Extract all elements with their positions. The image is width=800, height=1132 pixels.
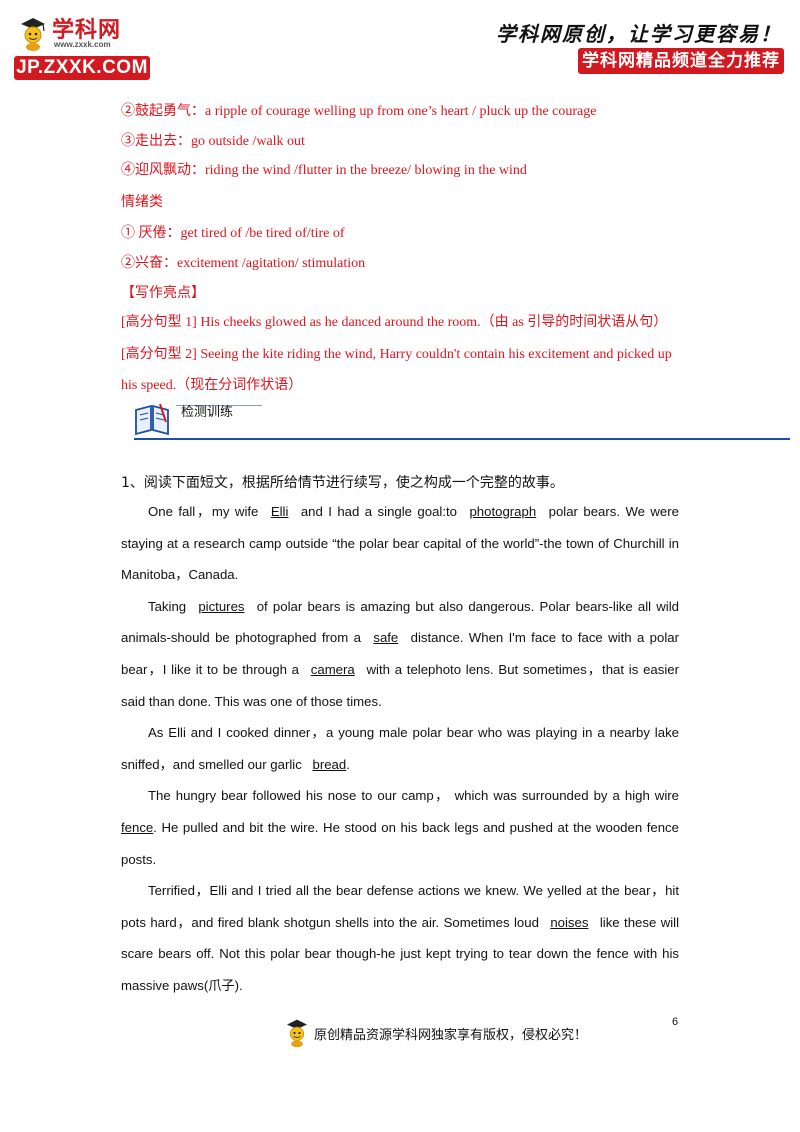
note-line: ③走出去：go outside /walk out — [121, 134, 305, 149]
logo-url: www.zxxk.com — [54, 40, 111, 49]
underlined-word: bread — [312, 756, 347, 772]
note-line: ②兴奋：excitement /agitation/ stimulation — [121, 256, 366, 271]
note-line: his speed.（现在分词作状语） — [121, 378, 303, 393]
underlined-word: pictures — [198, 598, 245, 614]
note-heading: 【写作亮点】 — [121, 286, 205, 301]
paragraph: The hungry bear followed his nose to our… — [121, 788, 679, 867]
paragraph: Terrified，Elli and I tried all the bear … — [121, 883, 680, 993]
logo-top: 学科网 www.zxxk.com — [14, 10, 152, 56]
paragraph: One fall，my wife Elli and I had a single… — [121, 504, 679, 583]
note-line: [高分句型 1] His cheeks glowed as he danced … — [121, 315, 668, 330]
passage: One fall，my wife Elli and I had a single… — [121, 496, 679, 1002]
mascot-icon — [287, 1019, 307, 1048]
slogan: 学科网原创，让学习更容易！ — [496, 22, 782, 46]
paragraph: Taking pictures of polar bears is amazin… — [121, 598, 679, 709]
paragraph: As Elli and I cooked dinner，a young male… — [121, 725, 679, 772]
underlined-word: Elli — [270, 504, 289, 519]
site-logo[interactable]: 学科网 www.zxxk.com JP.ZXXK.COM — [14, 10, 152, 80]
note-line: [高分句型 2] Seeing the kite riding the wind… — [121, 347, 672, 362]
task-instruction: 1、阅读下面短文，根据所给情节进行续写，使之构成一个完整的故事。 — [121, 475, 564, 491]
note-line: ④迎风飘动：riding the wind /flutter in the br… — [121, 163, 527, 178]
page-number: 6 — [672, 1016, 679, 1028]
note-line: 情绪类 — [121, 195, 163, 210]
underlined-word: fence — [121, 819, 154, 835]
footer-copyright: 原创精品资源学科网独家享有版权，侵权必究！ — [314, 1028, 588, 1043]
underlined-word: camera — [310, 661, 355, 677]
underlined-word: photograph — [469, 504, 537, 519]
note-line: ① 厌倦：get tired of /be tired of/tire of — [121, 226, 345, 241]
book-icon — [135, 403, 169, 436]
section-title: 检测训练 — [181, 405, 234, 420]
mascot-icon — [21, 18, 45, 51]
promo-banner: 学科网精品频道全力推荐 — [578, 48, 784, 74]
section-divider-thin — [176, 405, 262, 406]
note-line: ②鼓起勇气：a ripple of courage welling up fro… — [121, 104, 597, 119]
logo-name: 学科网 — [52, 18, 122, 43]
underlined-word: noises — [550, 914, 589, 930]
logo-badge: JP.ZXXK.COM — [14, 56, 150, 80]
section-divider — [134, 438, 790, 440]
underlined-word: safe — [373, 630, 399, 646]
